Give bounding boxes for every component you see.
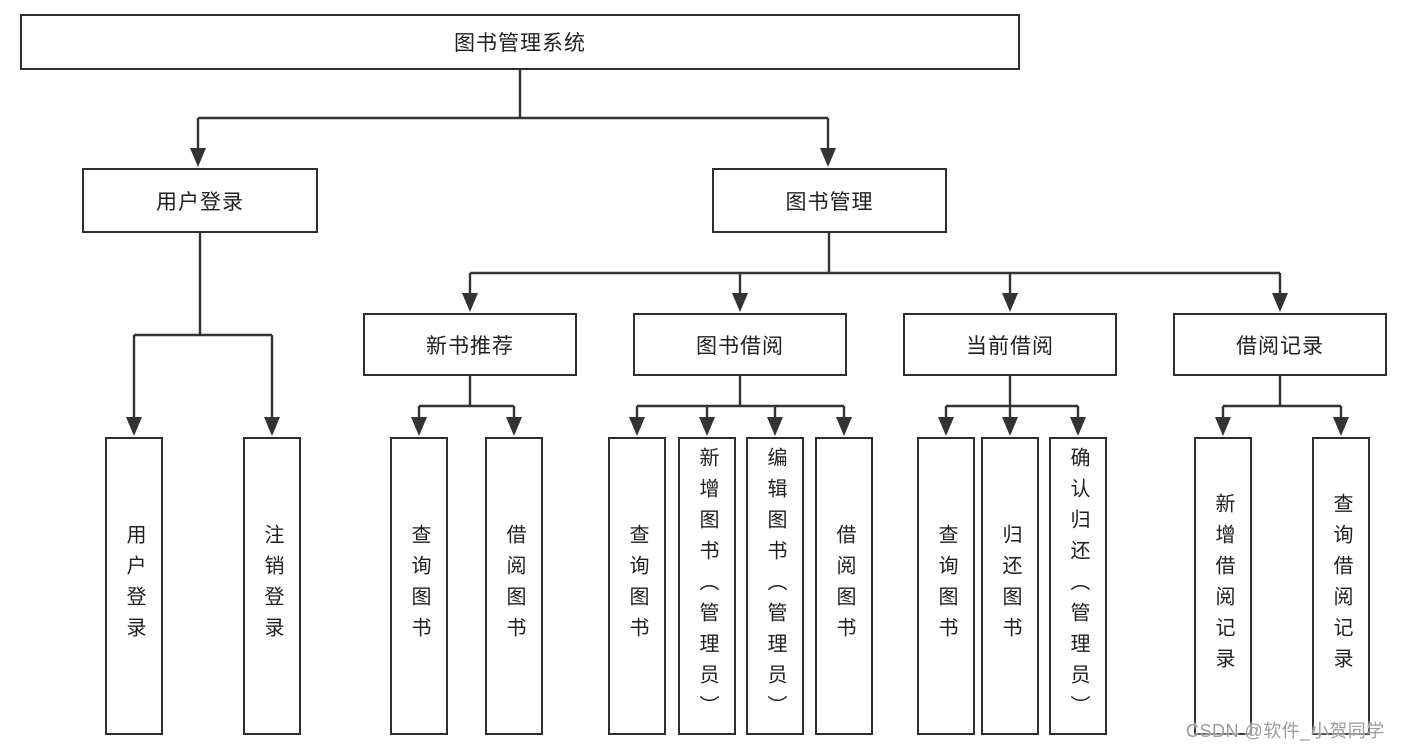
leaf-label: 用户登录	[123, 524, 145, 648]
leaf-label: 注销登录	[261, 524, 283, 648]
leaf-logout: 注销登录	[243, 437, 301, 735]
leaf-label: 编辑图书（管理员）	[764, 446, 786, 726]
arrowhead	[462, 293, 478, 312]
node-book-borrowing: 图书借阅	[633, 313, 847, 376]
leaf-return-books: 归还图书	[981, 437, 1039, 735]
leaf-query-books-current: 查询图书	[917, 437, 975, 735]
arrowhead	[1002, 417, 1018, 436]
leaf-query-books-recommend: 查询图书	[390, 437, 448, 735]
arrowhead	[506, 417, 522, 436]
arrowhead	[699, 417, 715, 436]
arrowhead	[820, 148, 836, 167]
arrowhead	[1002, 293, 1018, 312]
leaf-label: 新增图书（管理员）	[696, 446, 718, 726]
node-borrowing-records: 借阅记录	[1173, 313, 1387, 376]
arrowhead	[938, 417, 954, 436]
node-book-management: 图书管理	[712, 168, 947, 233]
leaf-label: 查询借阅记录	[1330, 493, 1352, 679]
arrowhead	[629, 417, 645, 436]
leaf-confirm-return-admin: 确认归还（管理员）	[1049, 437, 1107, 735]
leaf-query-borrow-record: 查询借阅记录	[1312, 437, 1370, 735]
leaf-label: 查询图书	[408, 524, 430, 648]
arrowhead	[190, 148, 206, 167]
leaf-label: 查询图书	[935, 524, 957, 648]
edge-borrow-records-group	[1221, 376, 1343, 420]
node-new-book-recommend: 新书推荐	[363, 313, 577, 376]
leaf-borrow-books-borrowing: 借阅图书	[815, 437, 873, 735]
arrowhead	[767, 417, 783, 436]
arrowhead	[836, 417, 852, 436]
leaf-label: 确认归还（管理员）	[1067, 446, 1089, 726]
leaf-label: 借阅图书	[833, 524, 855, 648]
leaf-label: 查询图书	[626, 524, 648, 648]
edge-book-mgmt-group	[468, 233, 1282, 294]
leaf-edit-books-admin: 编辑图书（管理员）	[746, 437, 804, 735]
arrowhead	[411, 417, 427, 436]
arrowhead	[1272, 293, 1288, 312]
watermark-text: CSDN @软件_小贺同学	[1186, 721, 1385, 741]
arrowhead	[1215, 417, 1231, 436]
arrowhead	[126, 417, 142, 436]
node-current-borrowing: 当前借阅	[903, 313, 1117, 376]
leaf-label: 归还图书	[999, 524, 1021, 648]
leaf-label: 借阅图书	[503, 524, 525, 648]
edge-user-login-group	[132, 233, 274, 420]
leaf-query-books-borrowing: 查询图书	[608, 437, 666, 735]
arrowhead	[264, 417, 280, 436]
node-user-login: 用户登录	[82, 168, 318, 233]
arrowhead	[1070, 417, 1086, 436]
leaf-borrow-books-recommend: 借阅图书	[485, 437, 543, 735]
arrowhead	[1333, 417, 1349, 436]
edge-current-borrow-group	[944, 376, 1080, 420]
edge-root-stem	[196, 70, 830, 150]
edge-new-book-group	[417, 376, 516, 420]
node-root: 图书管理系统	[20, 14, 1020, 70]
leaf-label: 新增借阅记录	[1212, 493, 1234, 679]
arrowhead	[732, 293, 748, 312]
leaf-user-login: 用户登录	[105, 437, 163, 735]
leaf-add-borrow-record: 新增借阅记录	[1194, 437, 1252, 735]
edge-book-borrow-group	[635, 376, 846, 420]
leaf-add-books-admin: 新增图书（管理员）	[678, 437, 736, 735]
